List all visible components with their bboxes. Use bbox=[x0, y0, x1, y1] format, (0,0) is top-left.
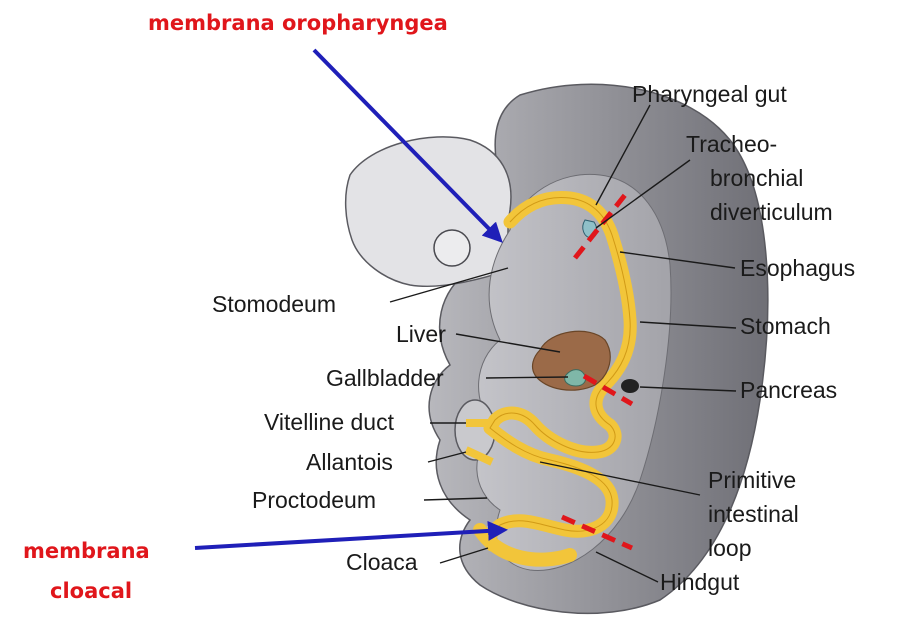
annotation-cloacal-line2: cloacal bbox=[50, 579, 132, 603]
label-stomodeum: Stomodeum bbox=[212, 291, 336, 317]
label-tracheo-2: bronchial bbox=[710, 165, 803, 191]
label-pancreas: Pancreas bbox=[740, 377, 837, 403]
label-tracheo-3: diverticulum bbox=[710, 199, 833, 225]
arrow-cloacal bbox=[195, 530, 504, 548]
label-primitive-1: Primitive bbox=[708, 467, 796, 493]
label-allantois: Allantois bbox=[306, 449, 393, 475]
annotation-oropharyngeal: membrana oropharyngea bbox=[148, 11, 448, 35]
label-proctodeum: Proctodeum bbox=[252, 487, 376, 513]
head-region bbox=[346, 137, 515, 286]
label-primitive-3: loop bbox=[708, 535, 751, 561]
label-vitelline-duct: Vitelline duct bbox=[264, 409, 395, 435]
annotation-cloacal-line1: membrana bbox=[23, 539, 150, 563]
label-gallbladder: Gallbladder bbox=[326, 365, 444, 391]
label-stomach: Stomach bbox=[740, 313, 831, 339]
label-cloaca: Cloaca bbox=[346, 549, 418, 575]
eye-placode bbox=[434, 230, 470, 266]
label-pharyngeal-gut: Pharyngeal gut bbox=[632, 81, 787, 107]
pancreas bbox=[621, 379, 639, 393]
label-hindgut: Hindgut bbox=[660, 569, 740, 595]
label-primitive-2: intestinal bbox=[708, 501, 799, 527]
label-liver: Liver bbox=[396, 321, 446, 347]
label-esophagus: Esophagus bbox=[740, 255, 855, 281]
label-tracheo-1: Tracheo- bbox=[686, 131, 777, 157]
